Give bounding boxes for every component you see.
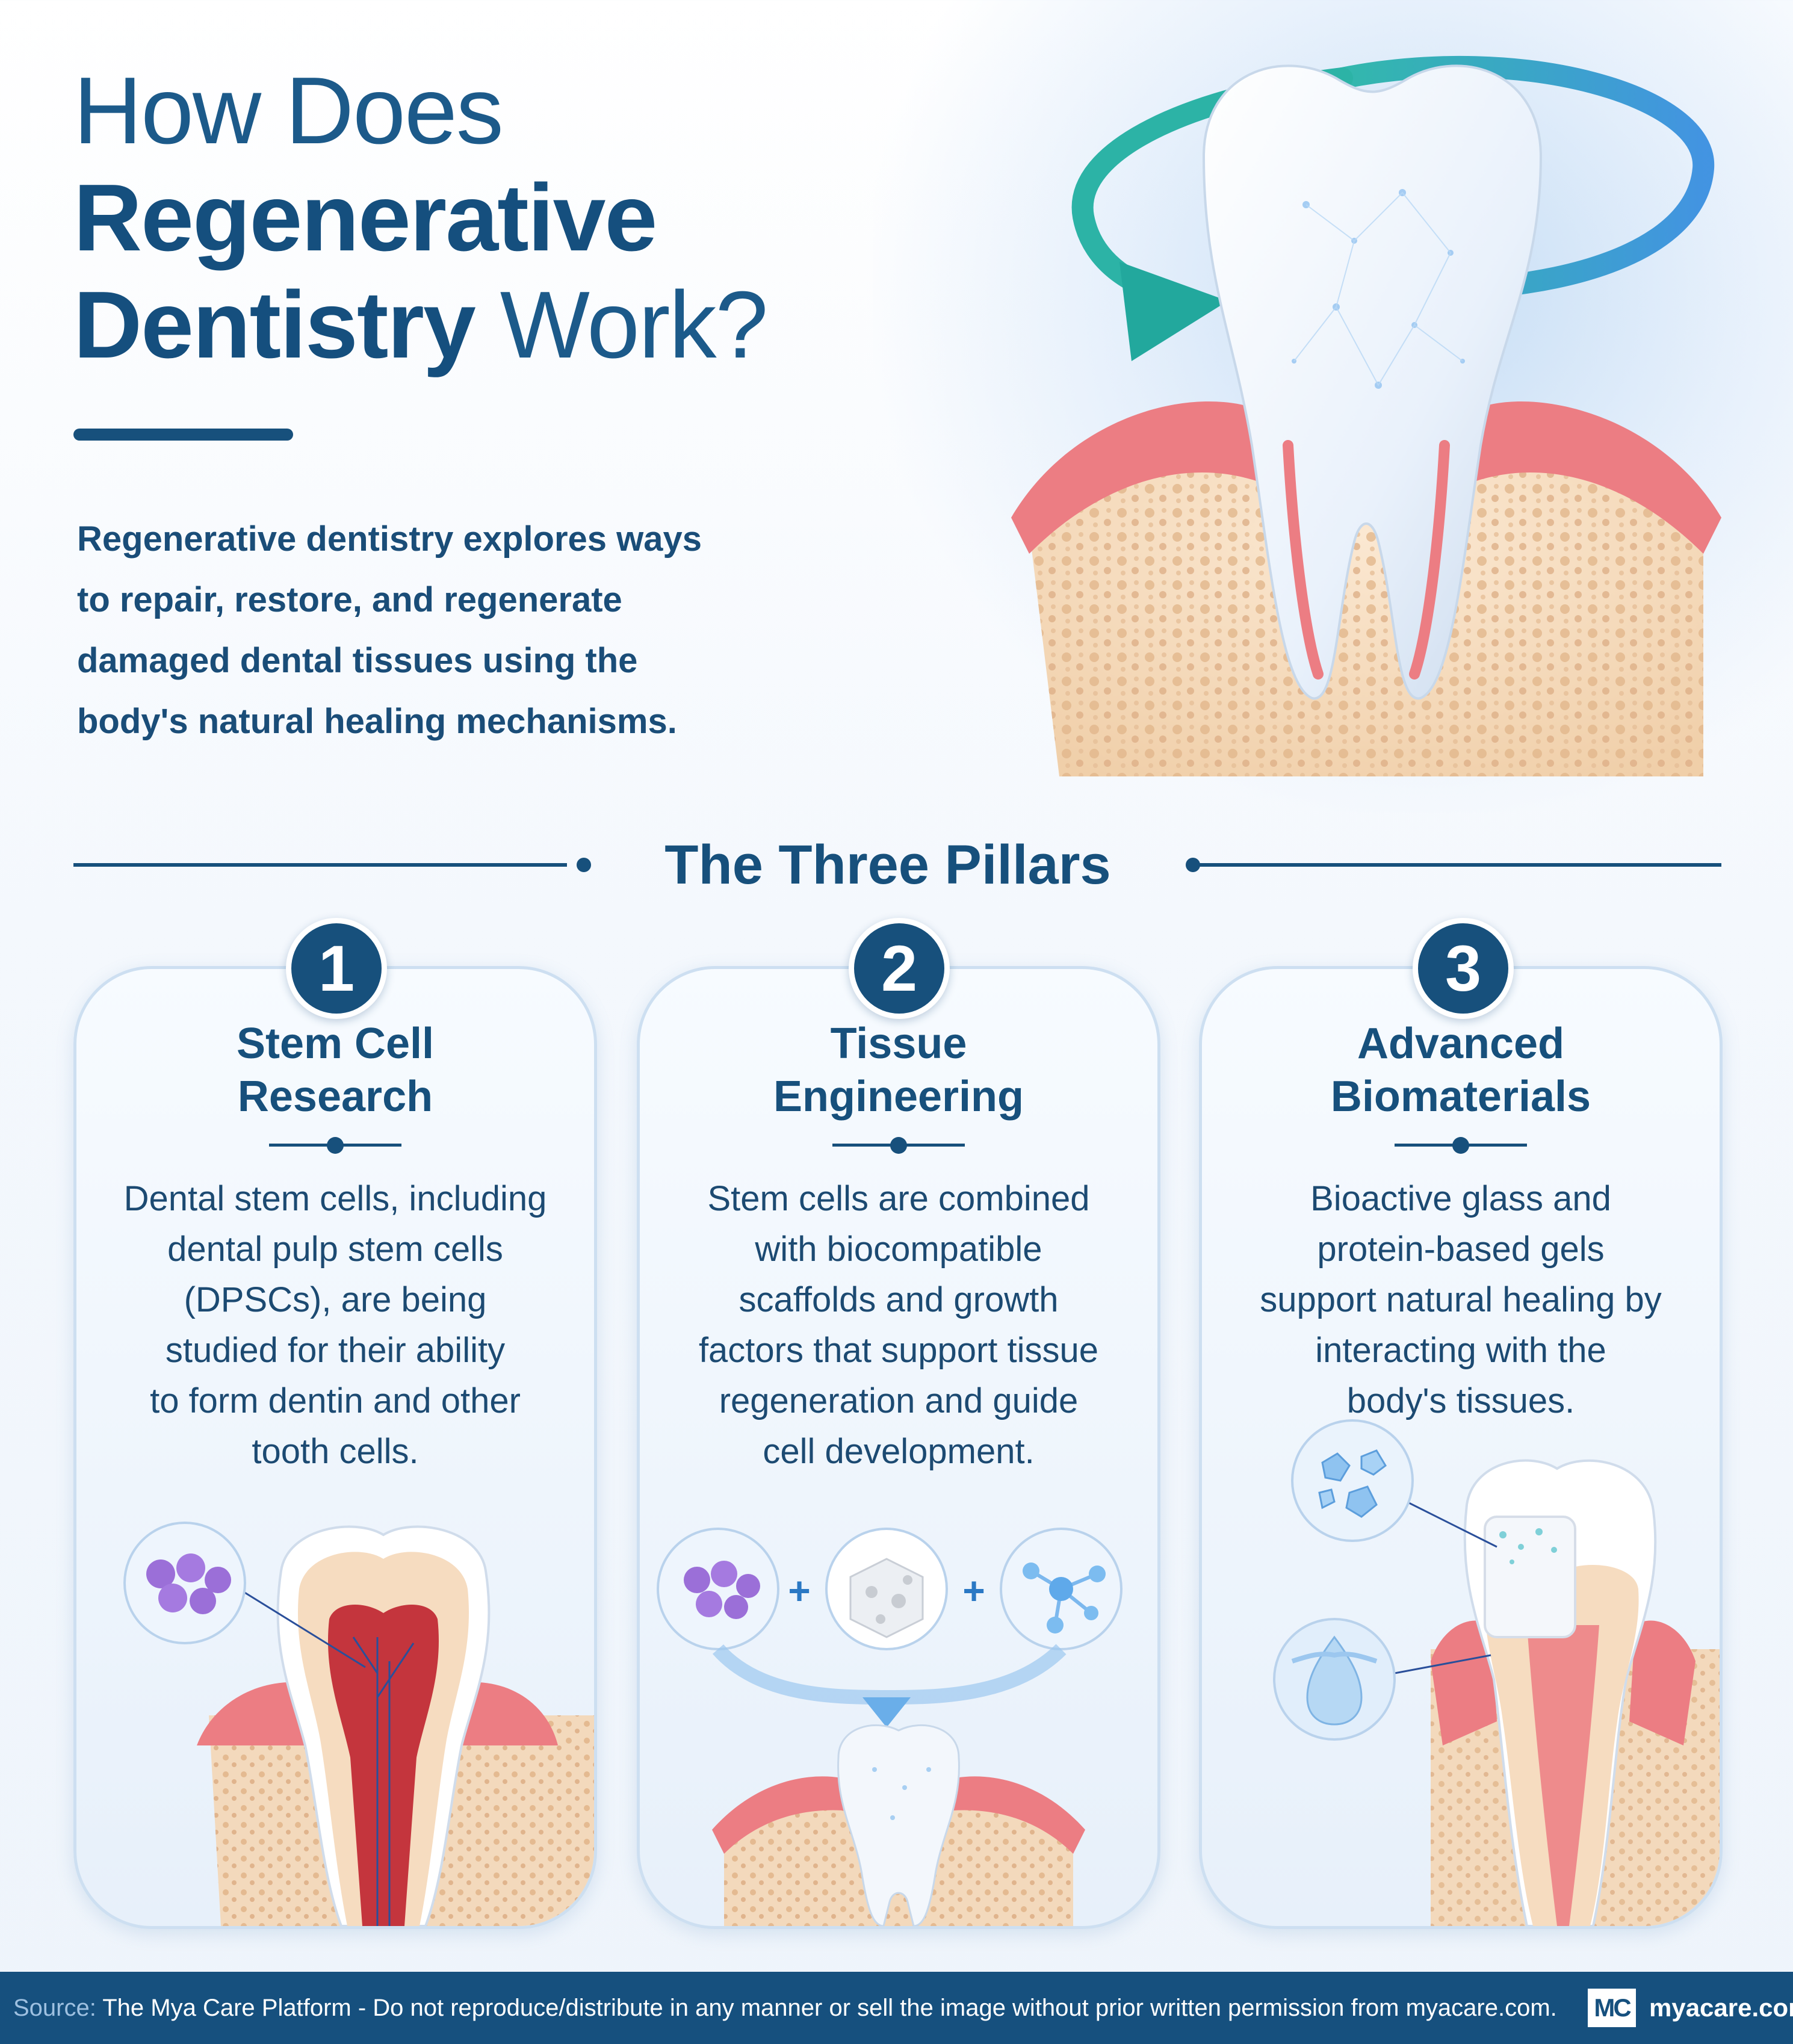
pillar-card-stem-cell-research: Stem Cell Research Dental stem cells, in… (73, 966, 597, 1929)
pillar-text-line: protein-based gels (1317, 1230, 1605, 1269)
intro-line: Regenerative dentistry explores ways (77, 519, 702, 559)
plus-operator: + (788, 1569, 810, 1612)
pillar-text-line: support natural healing by (1260, 1280, 1662, 1319)
stem-cell-dish-icon (123, 1522, 246, 1644)
title-line-1: How Does (73, 58, 504, 164)
pillar-text-line: Stem cells are combined (707, 1179, 1090, 1218)
myacare-logo-icon: MC (1588, 1989, 1636, 2027)
pillar-divider-dot (890, 1137, 907, 1154)
section-divider-dot-left (577, 858, 591, 872)
growth-factor-molecule-icon (1000, 1528, 1123, 1650)
section-divider-left (73, 863, 567, 867)
plus-operator: + (962, 1569, 985, 1612)
pillar-text-line: with biocompatible (755, 1230, 1042, 1269)
pillar-description: Bioactive glass and protein-based gels s… (1214, 1174, 1708, 1426)
pillar-text-line: to form dentin and other (150, 1381, 521, 1420)
myacare-logo-text: myacare.com (1649, 1993, 1793, 2022)
pillar-text-line: (DPSCs), are being (184, 1280, 487, 1319)
pillar-text-line: cell development. (763, 1432, 1035, 1471)
gel-droplet-icon (1273, 1618, 1396, 1741)
down-arrow-icon (862, 1697, 911, 1727)
section-title: The Three Pillars (664, 834, 1111, 896)
pillar-card-tissue-engineering: Tissue Engineering Stem cells are combin… (637, 966, 1160, 1929)
pillar-divider-dot (327, 1137, 344, 1154)
pillar-text-line: scaffolds and growth (739, 1280, 1059, 1319)
intro-paragraph: Regenerative dentistry explores ways to … (77, 509, 884, 752)
pillar-text-line: factors that support tissue (698, 1331, 1099, 1370)
pillar-description: Dental stem cells, including dental pulp… (88, 1174, 582, 1477)
title-line-2: Regenerative (73, 164, 767, 271)
pillar-text-line: interacting with the (1315, 1331, 1606, 1370)
pillar-text-line: tooth cells. (252, 1432, 419, 1471)
pillar-text-line: body's tissues. (1346, 1381, 1575, 1420)
pillar-number-badge: 1 (286, 918, 387, 1019)
pillar-title-line: Advanced (1357, 1020, 1565, 1068)
pillar-text-line: regeneration and guide (719, 1381, 1079, 1420)
footer-source: Source: The Mya Care Platform - Do not r… (13, 1995, 1557, 2022)
pillar-divider-dot (1452, 1137, 1469, 1154)
pillar-1-illustration (123, 1522, 594, 1926)
page-title: How Does Regenerative Dentistry Work? (73, 57, 769, 379)
pillar-title-line: Tissue (830, 1020, 967, 1068)
pillar-title-line: Stem Cell (236, 1020, 435, 1068)
pillar-2-illustration: + + (657, 1528, 1123, 1926)
title-work: Work? (500, 272, 769, 378)
intro-line: damaged dental tissues using the (77, 641, 638, 680)
pillar-card-advanced-biomaterials: Advanced Biomaterials Bioactive glass an… (1199, 966, 1723, 1929)
pillar-text-line: studied for their ability (165, 1331, 506, 1370)
section-divider-right (1198, 863, 1721, 867)
pillar-number-badge: 2 (849, 918, 950, 1019)
footer-source-text: The Mya Care Platform - Do not reproduce… (102, 1995, 1557, 2021)
title-line-3: Dentistry Work? (73, 271, 769, 379)
hero-tooth-illustration (1011, 55, 1721, 776)
title-dentistry: Dentistry (73, 272, 476, 378)
bioactive-glass-crystal-icon (1291, 1419, 1414, 1542)
title-regenerative: Regenerative (73, 165, 657, 271)
pillar-title-line: Engineering (773, 1073, 1024, 1121)
pillar-text-line: dental pulp stem cells (167, 1230, 503, 1269)
pillar-title: Tissue Engineering (658, 1017, 1139, 1123)
pillar-number-badge: 3 (1413, 918, 1514, 1019)
intro-line: to repair, restore, and regenerate (77, 580, 622, 619)
scaffold-cube-icon (825, 1528, 948, 1650)
pillar-title-line: Biomaterials (1330, 1073, 1591, 1121)
footer-source-label: Source: (13, 1995, 96, 2021)
footer-bar: Source: The Mya Care Platform - Do not r… (0, 1972, 1793, 2044)
pillar-title: Advanced Biomaterials (1220, 1017, 1702, 1123)
pillar-text-line: Dental stem cells, including (123, 1179, 547, 1218)
stem-cell-dish-icon (657, 1528, 779, 1650)
pillar-title: Stem Cell Research (94, 1017, 576, 1123)
pillar-3-illustration (1273, 1419, 1720, 1926)
intro-line: body's natural healing mechanisms. (77, 702, 677, 741)
pillar-title-line: Research (237, 1073, 433, 1121)
title-underline (73, 429, 293, 441)
pillar-description: Stem cells are combined with biocompatib… (652, 1174, 1145, 1477)
pillar-text-line: Bioactive glass and (1310, 1179, 1611, 1218)
